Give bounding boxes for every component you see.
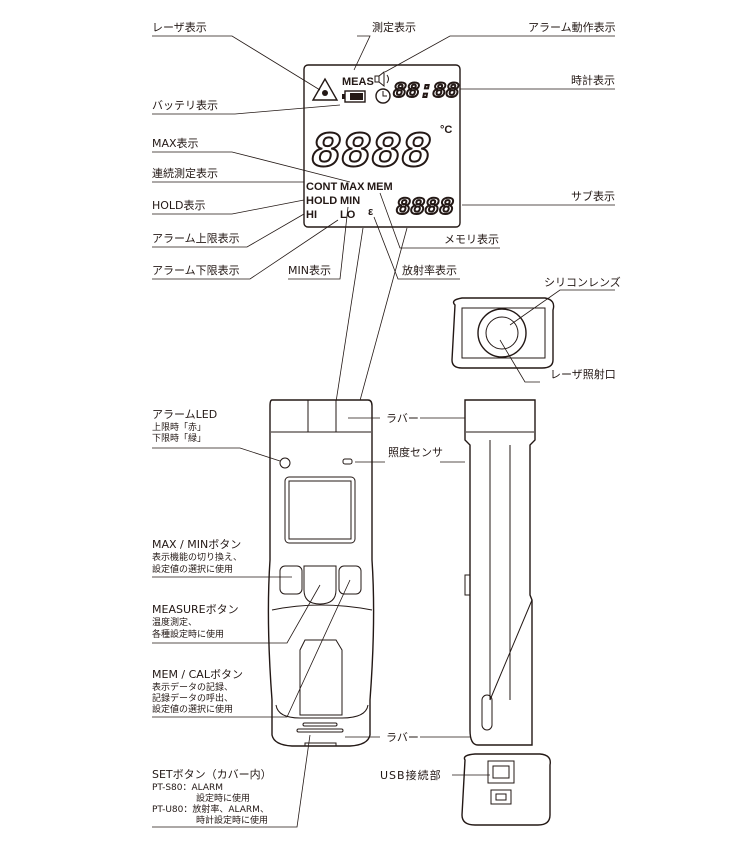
lcd-meas: MEAS [342,76,374,88]
lcd-epsilon: ε [368,206,374,218]
alarm-led-icon [279,457,291,469]
svg-text:設定値の選択に使用: 設定値の選択に使用 [152,563,233,575]
svg-text:記録データの呼出、: 記録データの呼出、 [152,692,233,704]
callout-alarm-led: アラームLED 上限時「赤」 下限時「緑」 [152,408,217,444]
callout-mem-cal-button: MEM / CALボタン 表示データの記録、 記録データの呼出、 設定値の選択に… [152,668,243,715]
lcd-window [284,476,356,544]
usb-port-icon [487,760,515,784]
svg-text:時計設定時に使用: 時計設定時に使用 [196,814,268,826]
clock-icon [375,88,391,104]
body-leader-lines [152,417,490,828]
svg-text:PT-U80：放射率、ALARM、: PT-U80：放射率、ALARM、 [152,803,269,815]
label-rubber-top: ラバー [386,412,419,425]
label-alarm-action: アラーム動作表示 [528,20,616,34]
lcd-clock-digits: 88:88 [393,79,459,104]
lcd-cont: CONT [306,181,337,193]
label-light-sensor: 照度センサ [388,445,443,459]
label-measuring: 測定表示 [372,20,416,34]
svg-text:下限時「緑」: 下限時「緑」 [152,432,206,444]
light-sensor-icon [342,458,353,465]
lcd-main-digits: 8888 [311,125,431,182]
label-continuous: 連続測定表示 [152,166,218,180]
svg-text:設定時に使用: 設定時に使用 [196,792,250,804]
callout-measure-button: MEASUREボタン 温度測定、 各種設定時に使用 [152,603,239,640]
svg-text:MEASUREボタン: MEASUREボタン [152,603,239,616]
svg-text:表示機能の切り換え、: 表示機能の切り換え、 [152,551,242,563]
lcd-lo: LO [340,209,356,221]
label-laser-port: レーザ照射口 [550,367,616,381]
svg-text:PT-S80：ALARM: PT-S80：ALARM [152,783,223,793]
label-battery: バッテリ表示 [152,98,218,112]
label-rubber-bottom: ラバー [386,731,419,744]
svg-text:MAX / MINボタン: MAX / MINボタン [152,538,241,551]
svg-text:各種設定時に使用: 各種設定時に使用 [152,628,224,640]
lcd-hi: HI [306,209,317,221]
svg-text:SETボタン（カバー内）: SETボタン（カバー内） [152,767,272,781]
callout-set-button: SETボタン（カバー内） PT-S80：ALARM 設定時に使用 PT-U80：… [152,767,272,826]
label-silicon-lens: シリコンレンズ [544,275,621,289]
callout-max-min-button: MAX / MINボタン 表示機能の切り換え、 設定値の選択に使用 [152,538,242,575]
lcd-leader-lines [152,35,615,541]
battery-icon [342,90,366,103]
measure-button [303,565,337,605]
label-laser: レーザ表示 [152,20,207,34]
lcd-panel: MEAS 88:88 8888 °C CONT MAX MEM HOLD MIN… [303,64,461,228]
label-sub: サブ表示 [571,189,615,203]
lens-top-view [451,289,615,383]
label-hold: HOLD表示 [152,198,206,212]
max-min-button [279,565,303,595]
label-clock: 時計表示 [571,73,615,87]
label-alarm-low: アラーム下限表示 [152,263,240,277]
label-max: MAX表示 [152,136,199,150]
svg-text:アラームLED: アラームLED [152,408,217,421]
svg-text:MEM / CALボタン: MEM / CALボタン [152,668,243,681]
svg-text:温度測定、: 温度測定、 [152,616,197,628]
label-alarm-high: アラーム上限表示 [152,231,240,245]
lcd-unit: °C [440,124,452,136]
label-emissivity: 放射率表示 [402,263,457,277]
svg-text:表示データの記録、: 表示データの記録、 [152,681,233,693]
lcd-hold: HOLD [306,195,337,207]
label-min: MIN表示 [288,263,331,277]
label-memory: メモリ表示 [444,232,499,246]
label-usb: USB接続部 [380,768,442,782]
set-cover [299,639,343,716]
lcd-sub-digits: 8888 [396,195,454,222]
mem-cal-button [338,565,362,595]
lcd-min: MIN [340,195,360,207]
lcd-mem: MEM [367,181,393,193]
svg-text:設定値の選択に使用: 設定値の選択に使用 [152,703,233,715]
lcd-max: MAX [340,181,365,193]
svg-text:上限時「赤」: 上限時「赤」 [152,422,206,433]
device-side-view [464,399,536,746]
device-front-view [267,399,375,747]
speaker-icon [374,70,389,88]
device-bottom-view [461,753,551,826]
